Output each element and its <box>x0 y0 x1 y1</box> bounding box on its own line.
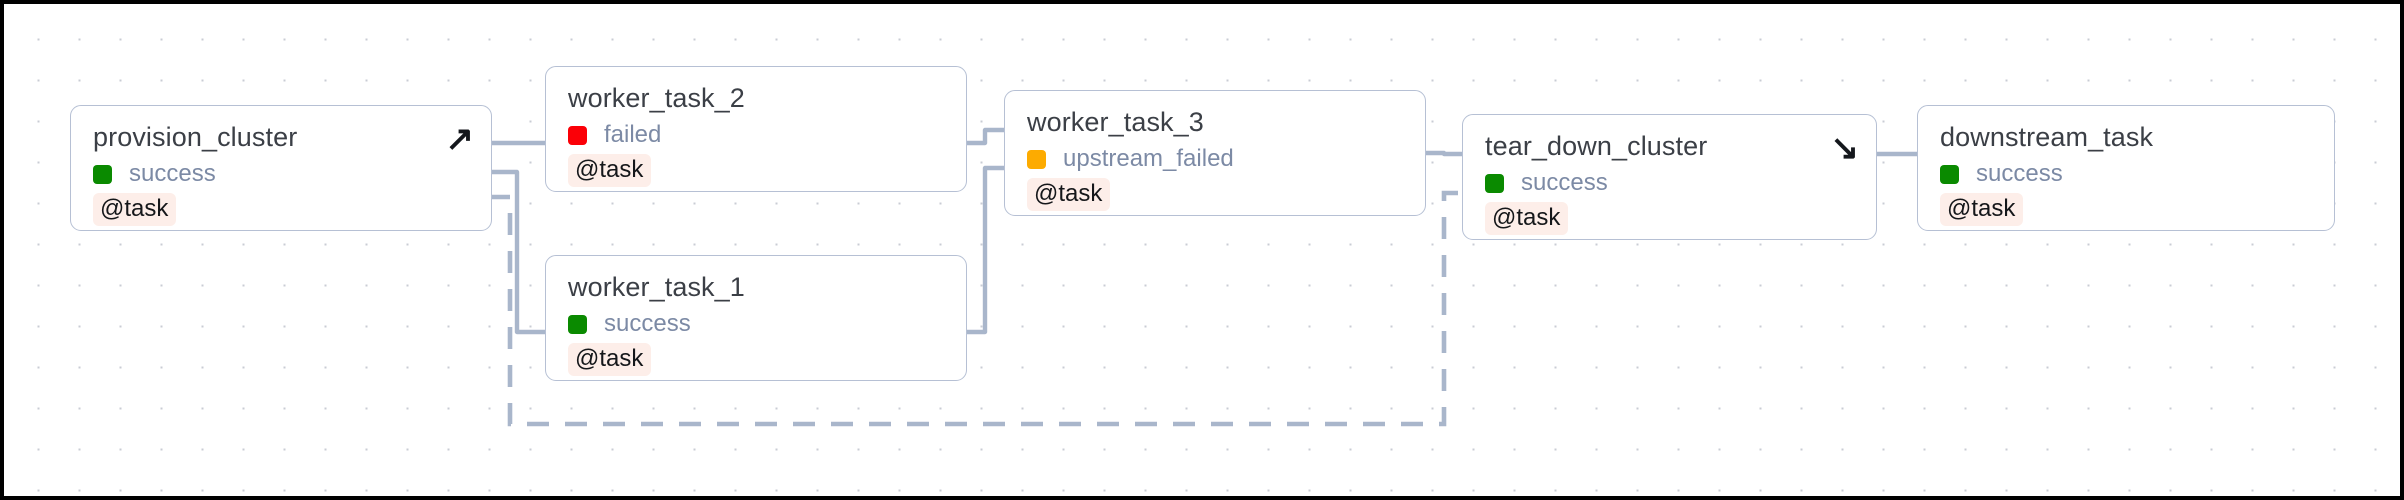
dag-node-worker_task_2[interactable]: worker_task_2 failed @task <box>545 66 967 192</box>
dag-node-worker_task_3[interactable]: worker_task_3 upstream_failed @task <box>1004 90 1426 216</box>
node-decorator-badge: @task <box>1485 202 1569 235</box>
node-status: upstream_failed <box>1027 145 1405 173</box>
node-title: downstream_task <box>1940 122 2154 152</box>
arrow-up-right-icon[interactable]: ↗ <box>445 120 475 158</box>
node-decorator-badge: @task <box>568 343 652 376</box>
status-swatch-success <box>1940 164 1959 184</box>
arrow-down-right-icon[interactable]: ↘ <box>1830 129 1860 167</box>
edges-layer <box>488 127 1917 427</box>
edge-worker_task_3-tear_down_cluster <box>1422 150 1462 157</box>
node-title: worker_task_2 <box>568 83 745 113</box>
node-status-label: upstream_failed <box>1063 145 1234 172</box>
edge-provision_cluster-tear_down_cluster <box>488 190 1462 427</box>
node-title: tear_down_cluster <box>1485 131 1708 161</box>
edge-worker_task_1-worker_task_3 <box>963 165 1004 335</box>
node-status: success <box>568 310 946 338</box>
status-swatch-failed <box>568 125 587 145</box>
status-swatch-success <box>568 314 587 334</box>
node-status-label: success <box>604 310 691 337</box>
dag-node-tear_down_cluster[interactable]: tear_down_cluster success @task ↘ <box>1462 114 1877 240</box>
node-decorator-badge: @task <box>568 154 652 187</box>
node-status-label: success <box>1521 169 1608 196</box>
node-status-label: failed <box>604 121 662 148</box>
node-status-label: success <box>1976 160 2063 187</box>
status-swatch-success <box>1485 173 1504 193</box>
dag-canvas[interactable]: provision_cluster success @task ↗ worker… <box>4 4 2400 496</box>
node-status: failed <box>568 121 946 149</box>
node-status: success <box>93 160 471 188</box>
status-swatch-upstream-failed <box>1027 149 1046 169</box>
node-status: success <box>1940 160 2314 188</box>
dag-node-downstream_task[interactable]: downstream_task success @task <box>1917 105 2335 231</box>
dag-node-provision_cluster[interactable]: provision_cluster success @task ↗ <box>70 105 492 231</box>
node-decorator-badge: @task <box>93 193 177 226</box>
edge-worker_task_2-worker_task_3 <box>963 127 1004 146</box>
node-status: success <box>1485 169 1856 197</box>
node-decorator-badge: @task <box>1027 178 1111 211</box>
node-decorator-badge: @task <box>1940 193 2024 226</box>
node-title: worker_task_1 <box>568 272 745 302</box>
node-status-label: success <box>129 160 216 187</box>
edge-provision_cluster-worker_task_1 <box>488 169 545 335</box>
status-swatch-success <box>93 164 112 184</box>
dag-node-worker_task_1[interactable]: worker_task_1 success @task <box>545 255 967 381</box>
node-title: provision_cluster <box>93 122 298 152</box>
node-title: worker_task_3 <box>1027 107 1204 137</box>
